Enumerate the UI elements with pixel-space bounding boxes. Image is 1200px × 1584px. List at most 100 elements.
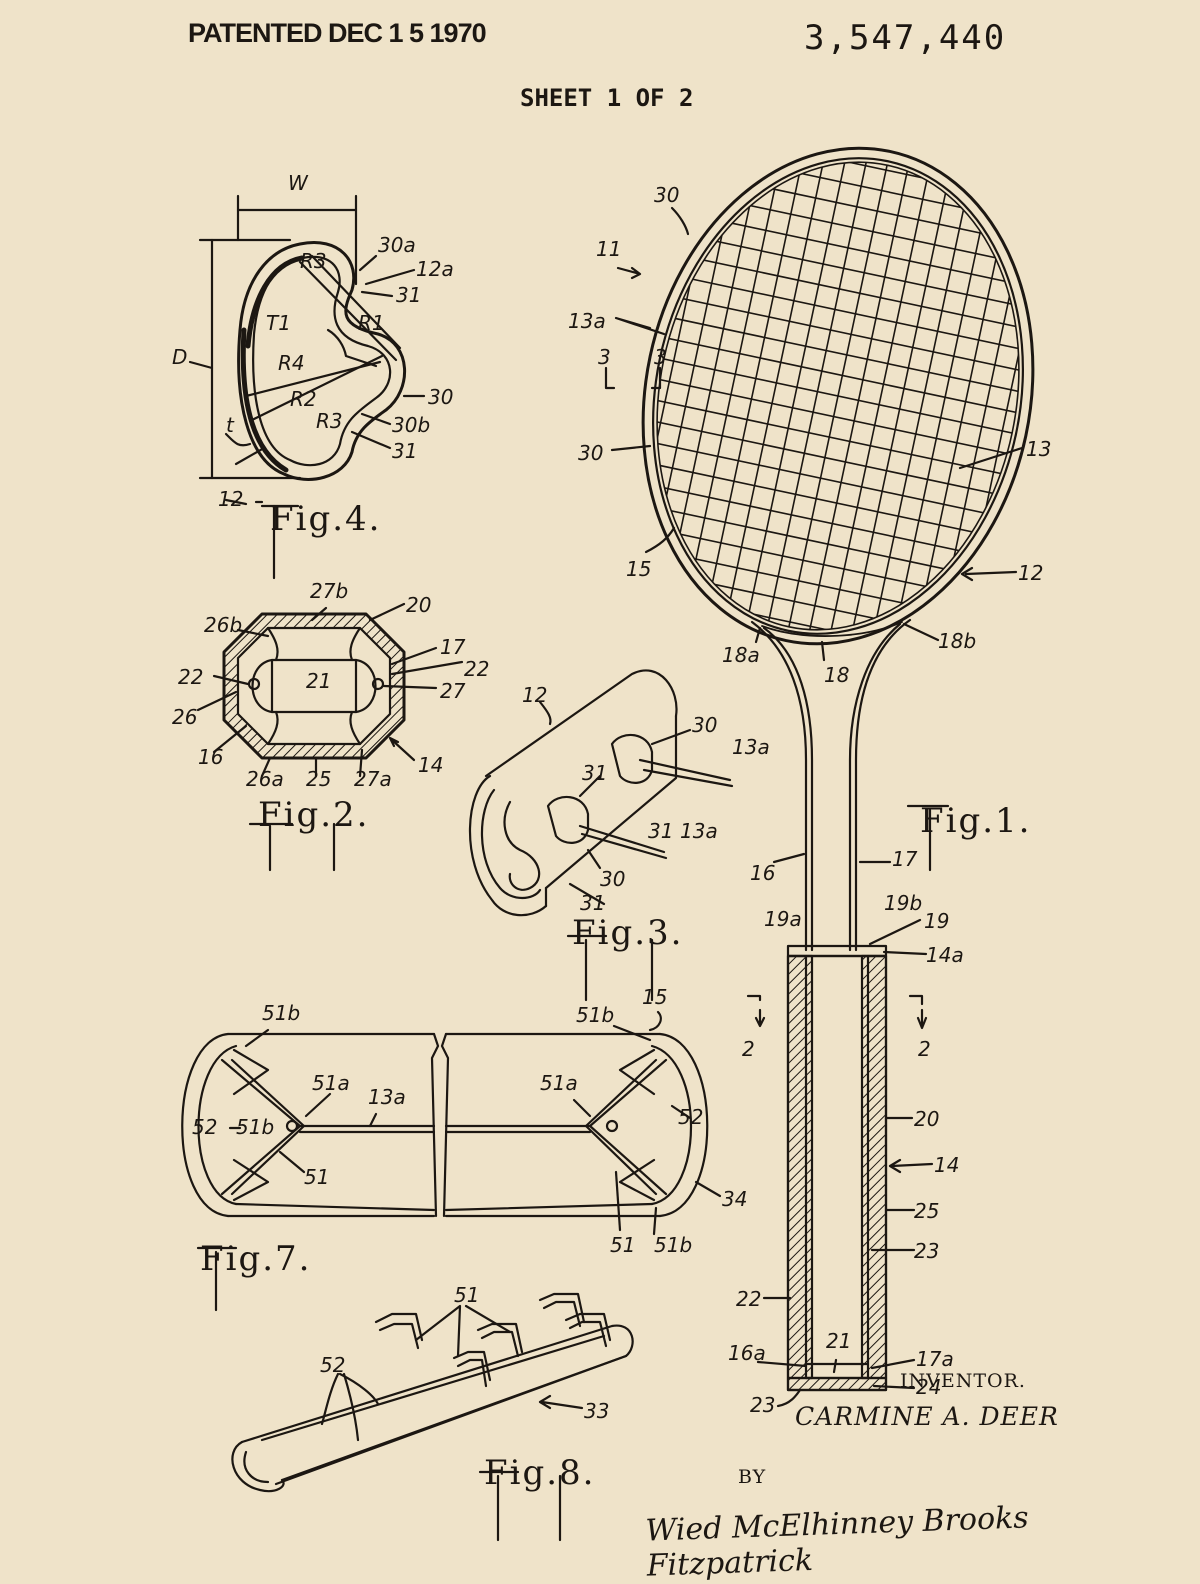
label: 22 <box>464 657 489 681</box>
label: 12a <box>416 257 454 281</box>
label: 52 <box>678 1105 703 1129</box>
label: 51b <box>654 1233 692 1257</box>
label: 3 <box>598 345 611 369</box>
label: 30 <box>692 713 717 737</box>
label: 14a <box>926 943 964 967</box>
string-cross <box>667 230 1061 316</box>
string-cross <box>663 250 1057 336</box>
string-cross <box>628 415 1022 501</box>
label: 12 <box>522 683 547 707</box>
label: 23 <box>914 1239 939 1263</box>
label: 26b <box>204 613 242 637</box>
label: 3 <box>654 345 667 369</box>
fig7-caption: Fig.7. <box>200 1239 311 1279</box>
label: 51a <box>312 1071 350 1095</box>
label: 30a <box>378 233 416 257</box>
reference-labels: W D t T1 R1 R2 R3 R3 R4 30a 12a 31 30 30… <box>172 171 1051 1423</box>
fig3-caption: Fig.3. <box>572 913 683 953</box>
label: 20 <box>914 1107 939 1131</box>
inventor-name: CARMINE A. DEER <box>795 1402 1059 1431</box>
label: 51b <box>576 1003 614 1027</box>
string-cross <box>641 353 1035 439</box>
label: 20 <box>406 593 431 617</box>
label: 52 <box>192 1115 217 1139</box>
string-cross <box>619 456 1013 542</box>
fig1-caption: Fig.1. <box>920 801 1031 841</box>
label: 16a <box>728 1341 766 1365</box>
string-cross <box>645 333 1039 418</box>
label: 21 <box>306 669 331 693</box>
label: 22 <box>736 1287 761 1311</box>
sheet-number: SHEET 1 OF 2 <box>520 84 694 112</box>
label: 25 <box>914 1199 939 1223</box>
fig4-frame-section <box>188 194 426 580</box>
label: 52 <box>320 1353 345 1377</box>
label: 51 <box>304 1165 329 1189</box>
label: 13 <box>1026 437 1051 461</box>
label: 31 <box>582 761 607 785</box>
label: R3 <box>316 409 343 433</box>
label: R1 <box>358 311 385 335</box>
label: 27b <box>310 579 348 603</box>
label: 30 <box>600 867 625 891</box>
label: 17a <box>916 1347 954 1371</box>
string-cross <box>637 374 1031 459</box>
label: R2 <box>290 387 317 411</box>
label: 27a <box>354 767 392 791</box>
string-cross <box>676 189 1062 275</box>
string-cross <box>693 128 1062 192</box>
label: 31 <box>392 439 417 463</box>
label: 19 <box>924 909 949 933</box>
label: R3 <box>300 249 327 273</box>
label: 26 <box>172 705 197 729</box>
label: 27 <box>440 679 466 703</box>
label: 16 <box>750 861 775 885</box>
label: 51a <box>540 1071 578 1095</box>
fig3-frame-perspective <box>468 669 734 1002</box>
label: T1 <box>266 311 291 335</box>
by-label: BY <box>738 1466 767 1488</box>
string-cross <box>614 517 1000 603</box>
label: 15 <box>642 985 667 1009</box>
label: 24 <box>916 1375 941 1399</box>
label: 51b <box>262 1001 300 1025</box>
label: 12 <box>218 487 243 511</box>
fig2-handle-section <box>196 602 464 872</box>
label: 30b <box>392 413 430 437</box>
label: 14 <box>934 1153 959 1177</box>
label: 11 <box>596 237 621 261</box>
label: 13a <box>568 309 606 333</box>
label: 18 <box>824 663 849 687</box>
string-cross <box>680 168 1062 254</box>
label: 18b <box>938 629 976 653</box>
fig8-caption: Fig.8. <box>484 1453 595 1493</box>
label: 17 <box>892 847 918 871</box>
label: 22 <box>178 665 203 689</box>
patent-number: 3,547,440 <box>804 18 1007 58</box>
fig7-splice <box>181 1010 722 1312</box>
string-cross <box>672 209 1062 295</box>
label: 31 <box>648 819 673 843</box>
string-cross <box>614 538 996 624</box>
label: 25 <box>306 767 331 791</box>
label: W <box>288 171 309 195</box>
patent-date: PATENTED DEC 1 5 1970 <box>188 18 487 48</box>
label: 30 <box>578 441 603 465</box>
label: R4 <box>278 351 305 375</box>
label: 14 <box>418 753 443 777</box>
fig1-racket <box>604 128 1062 1408</box>
string-cross <box>614 579 987 664</box>
string-cross <box>689 128 1062 213</box>
fig4-caption: Fig.4. <box>270 499 381 539</box>
label: 26a <box>246 767 284 791</box>
label: 2 <box>918 1037 931 1061</box>
string-cross <box>614 559 991 644</box>
label: 13a <box>680 819 718 843</box>
label: 30 <box>654 183 679 207</box>
label: 31 <box>396 283 421 307</box>
string-cross <box>614 497 1004 583</box>
label: D <box>172 345 187 369</box>
figure-captions: Fig.4. Fig.2. Fig.3. Fig.1. Fig.7. Fig.8… <box>200 499 1031 1493</box>
string-cross <box>624 435 1017 521</box>
